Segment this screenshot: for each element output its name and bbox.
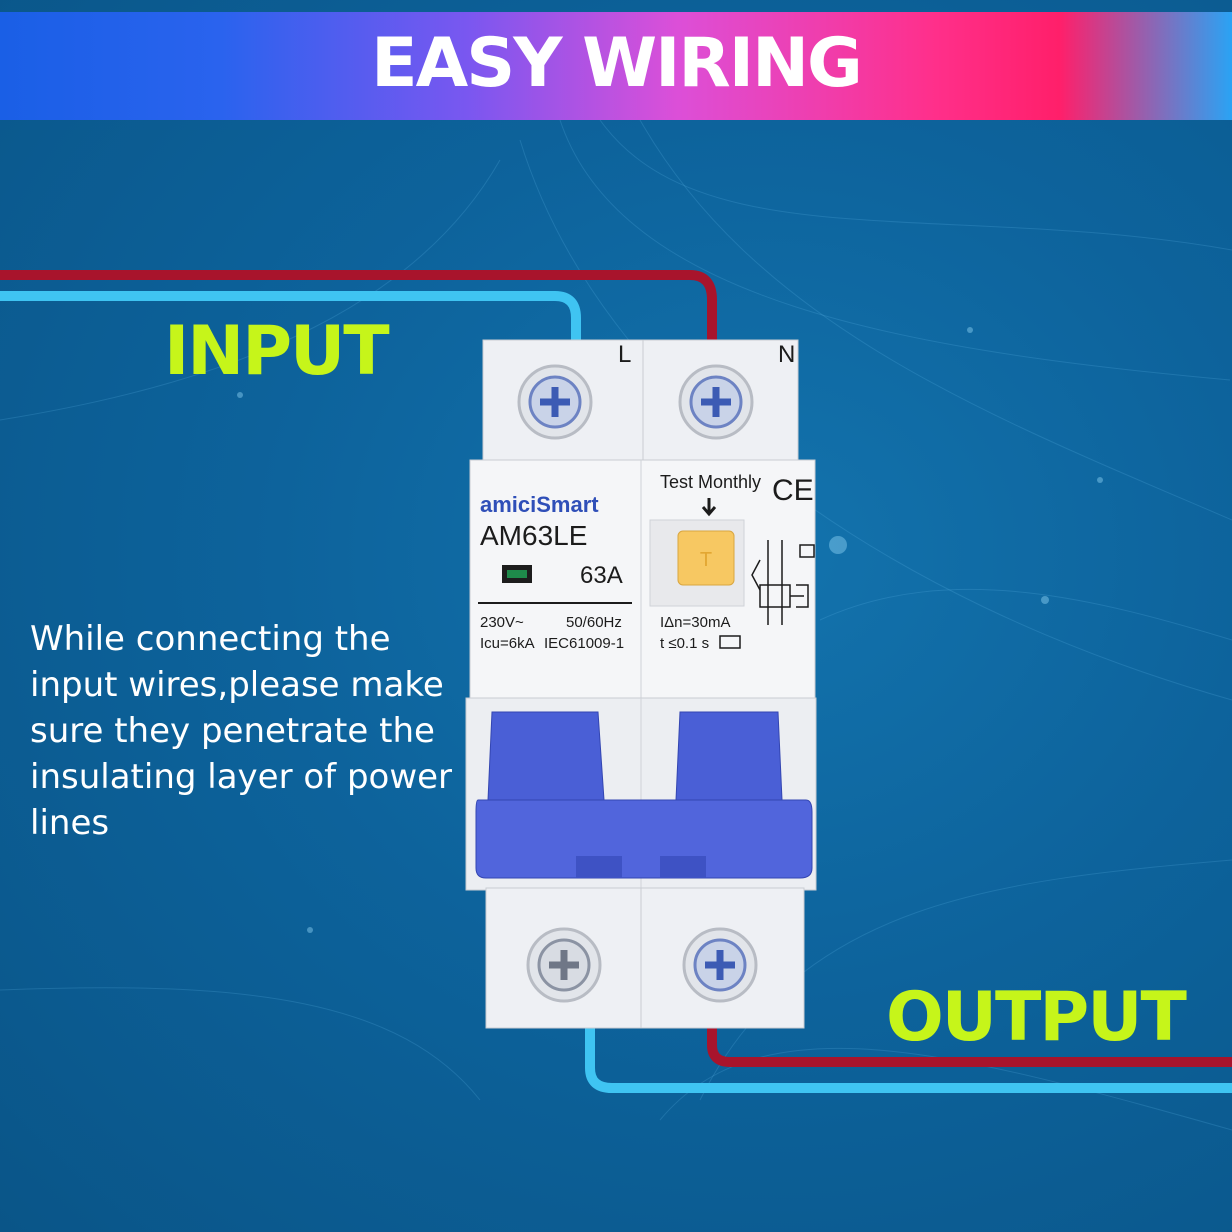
trip-time: t ≤0.1 s: [660, 635, 709, 652]
output-live-wire: [707, 1020, 1232, 1067]
screw-terminal-icon: [517, 364, 593, 440]
standard: IEC61009-1: [544, 635, 624, 652]
input-live-wire: [0, 270, 717, 340]
ce-mark-icon: CE: [772, 474, 814, 507]
screw-terminal-icon: [682, 927, 758, 1003]
test-monthly-label: Test Monthly: [660, 472, 761, 492]
output-neutral-wire: [585, 1020, 1232, 1093]
toggle-right: [675, 711, 783, 801]
terminal-n-label: N: [778, 341, 795, 368]
input-label: INPUT: [164, 312, 390, 391]
residual-current: IΔn=30mA: [660, 614, 730, 631]
terminal-l-label: L: [618, 341, 631, 368]
toggle-bar: [475, 799, 813, 879]
rated-voltage: 230V~: [480, 614, 524, 631]
screw-terminal-icon: [678, 364, 754, 440]
test-button[interactable]: [677, 530, 735, 586]
svg-text:T: T: [700, 549, 712, 571]
title-banner: [0, 12, 1232, 120]
toggle-left: [487, 711, 605, 801]
output-label: OUTPUT: [886, 978, 1187, 1057]
circuit-diagram-icon: [751, 540, 815, 625]
breaking-capacity: Icu=6kA: [480, 635, 535, 652]
wiring-instructions: While connecting the input wires,please …: [30, 619, 453, 843]
banner-title: EASY WIRING: [371, 24, 863, 103]
model-number: AM63LE: [480, 520, 587, 551]
down-arrow-icon: [701, 498, 717, 517]
brand-logo: amiciSmart: [480, 492, 599, 517]
input-neutral-wire: [0, 291, 581, 340]
rated-current: 63A: [580, 562, 623, 589]
screw-terminal-icon: [526, 927, 602, 1003]
frequency: 50/60Hz: [566, 614, 622, 631]
